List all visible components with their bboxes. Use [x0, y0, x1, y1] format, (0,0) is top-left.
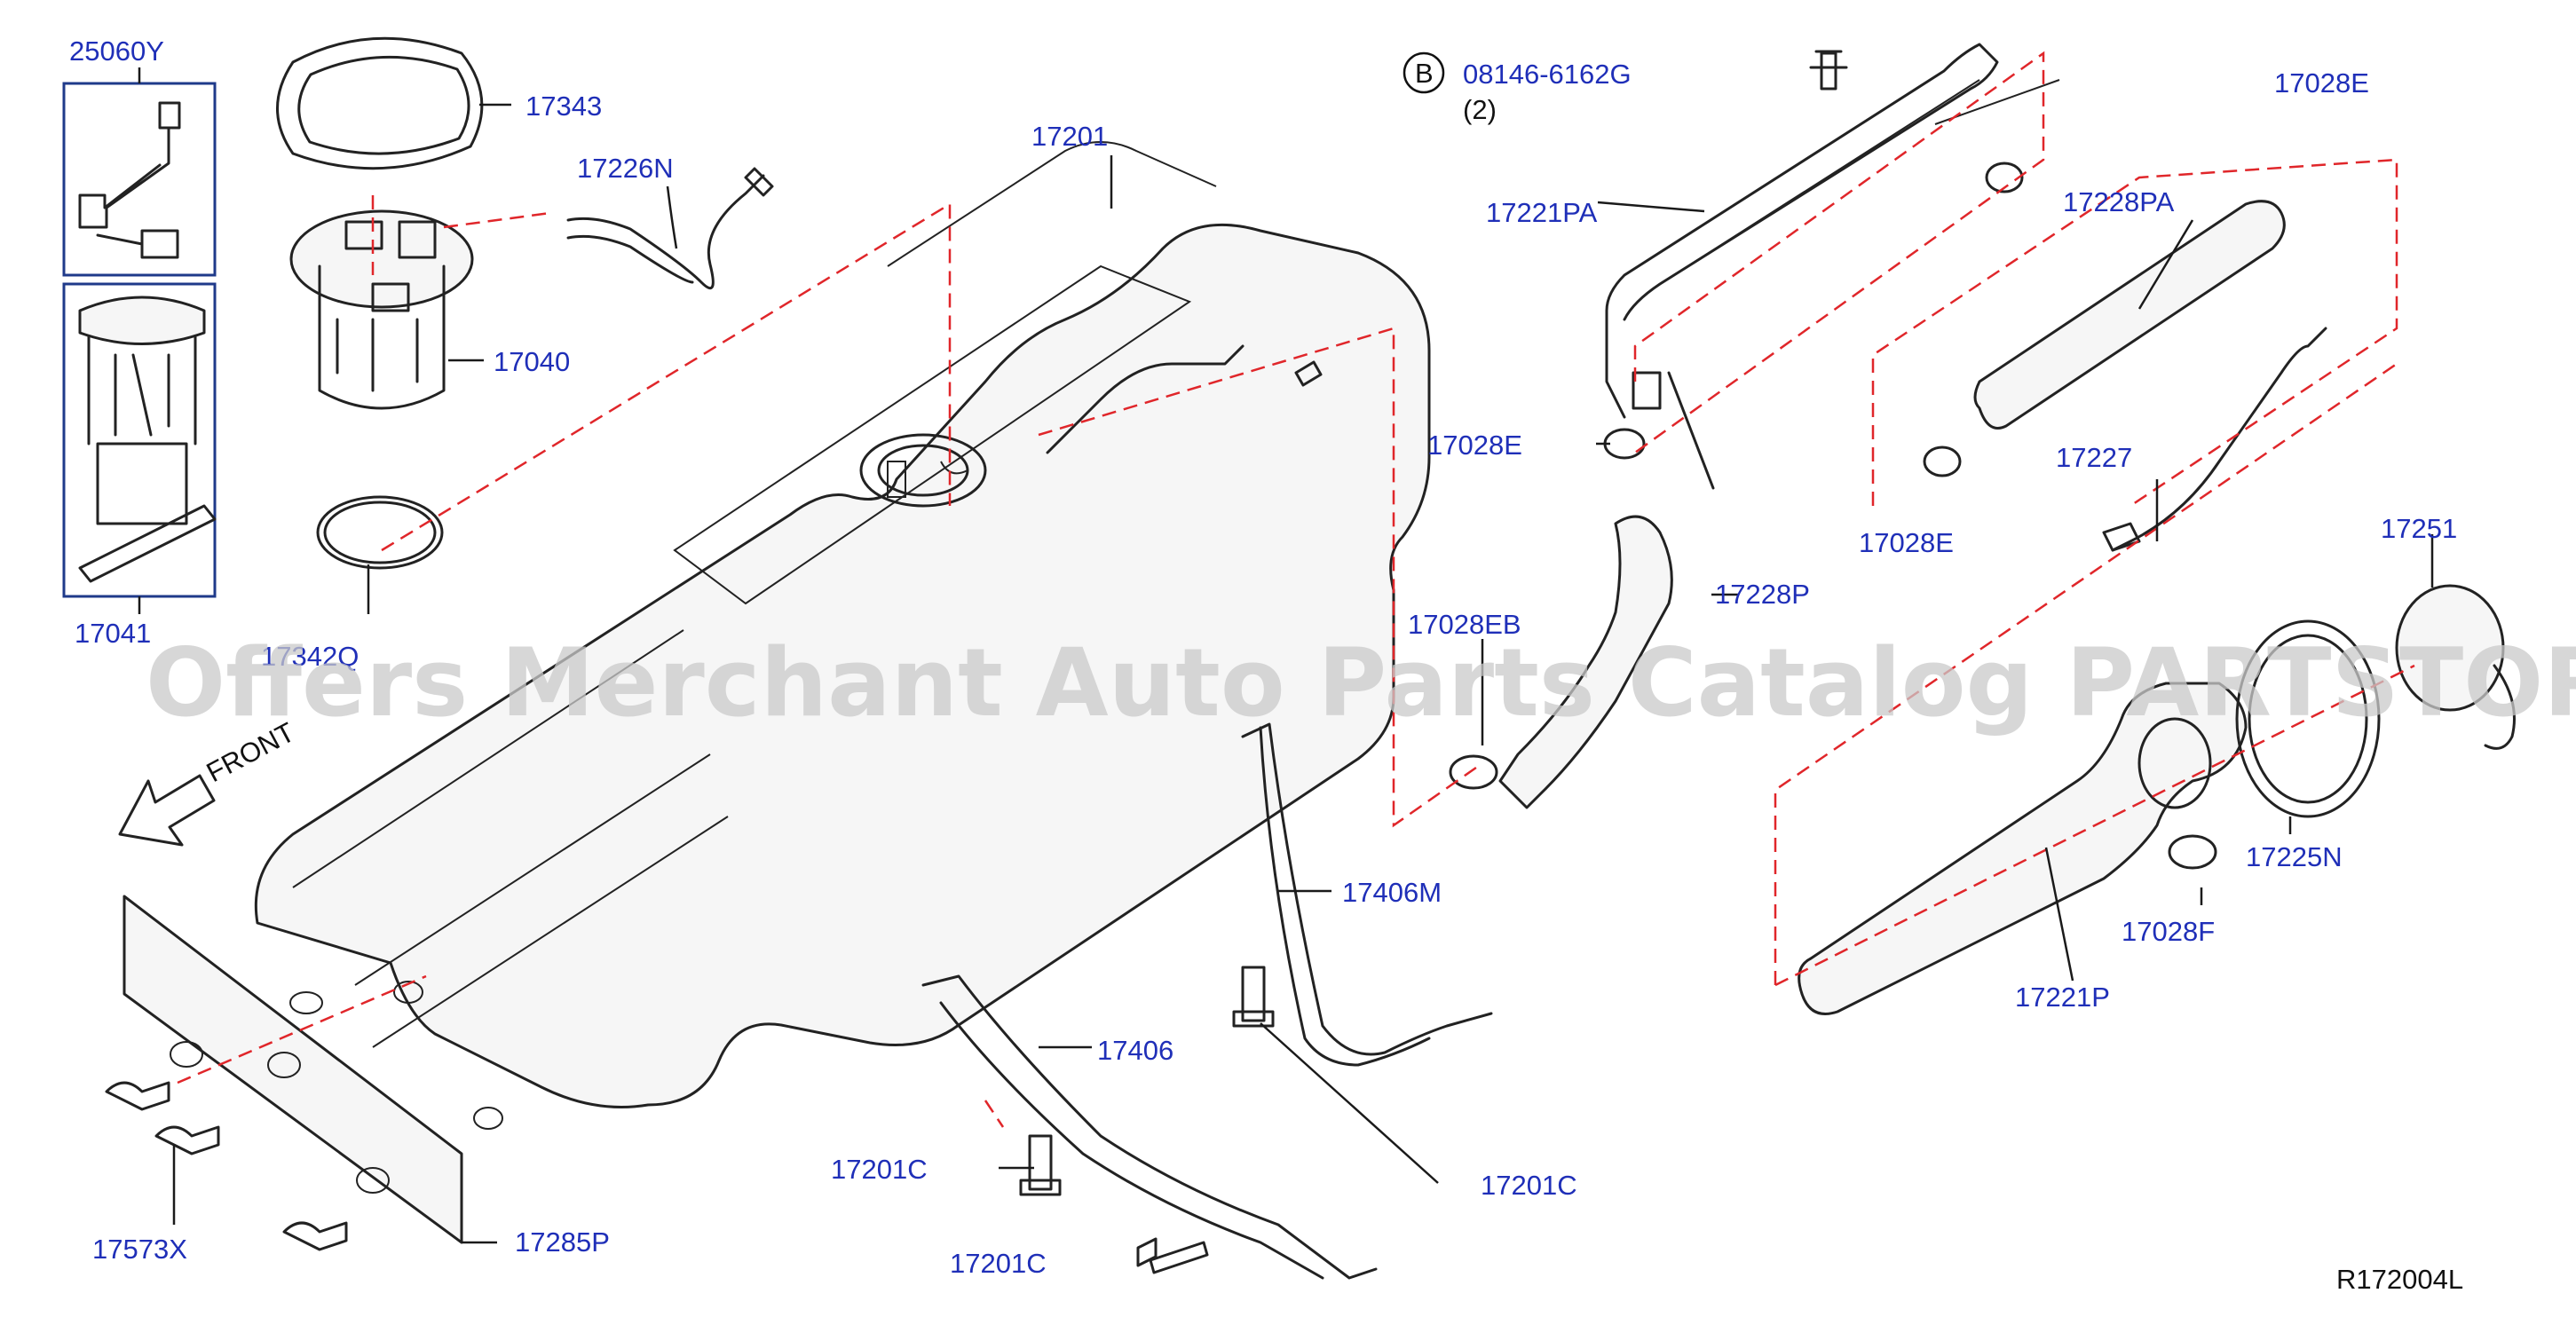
fuel-cap-17251 — [2395, 584, 2516, 750]
bolt-callout-circle — [1403, 51, 1445, 94]
clamps — [1449, 162, 2217, 870]
label-17226N: 17226N — [577, 153, 674, 184]
label-17406M: 17406M — [1342, 877, 1442, 908]
alignment-lines — [177, 51, 2415, 1128]
filler-neck-lower — [1798, 682, 2248, 1015]
bolt-17201C-c — [1232, 966, 1275, 1028]
watermark: Offers Merchant Auto Parts Catalog PARTS… — [146, 628, 2576, 737]
part-labels: 25060Y 17343 17226N 17040 17342Q 17041 1… — [69, 35, 2463, 1295]
label-25060Y: 25060Y — [69, 35, 164, 67]
reference-code: R172004L — [2336, 1264, 2463, 1295]
label-17041: 17041 — [75, 618, 151, 649]
label-17201C-b: 17201C — [950, 1248, 1047, 1279]
bolt-17201C-b — [1136, 1237, 1209, 1274]
pump-module — [289, 209, 474, 410]
pump-seal — [316, 495, 444, 570]
bolt-callout-letter: B — [1415, 58, 1434, 89]
label-17251: 17251 — [2381, 513, 2457, 544]
hose-17228PA — [1973, 200, 2286, 430]
label-17028F: 17028F — [2122, 916, 2215, 947]
label-17201C-a: 17201C — [831, 1154, 928, 1185]
label-17028E-c: 17028E — [1859, 527, 1954, 558]
label-17028EB: 17028EB — [1408, 609, 1521, 640]
label-17342Q: 17342Q — [261, 641, 359, 672]
pump-ring — [276, 36, 484, 170]
label-17227: 17227 — [2056, 442, 2132, 473]
label-17028E-a: 17028E — [1427, 430, 1522, 461]
label-17406: 17406 — [1097, 1035, 1173, 1066]
label-17285P: 17285P — [515, 1226, 610, 1258]
label-17221PA: 17221PA — [1486, 197, 1598, 228]
front-arrow — [118, 774, 216, 847]
label-17573X: 17573X — [92, 1234, 187, 1265]
pump-hose — [566, 167, 774, 290]
bolt-part-number: 08146-6162G — [1463, 59, 1632, 90]
clips-17573X — [105, 1081, 348, 1251]
leader-lines — [138, 67, 2434, 1244]
label-17225N: 17225N — [2246, 841, 2343, 872]
vent-tube-17227 — [2102, 327, 2327, 552]
label-17221P: 17221P — [2015, 982, 2110, 1013]
label-17040: 17040 — [494, 346, 570, 377]
hose-17228P — [1498, 515, 1673, 809]
tank-strap-17406 — [921, 974, 1378, 1280]
label-17343: 17343 — [525, 91, 602, 122]
label-17201: 17201 — [1031, 121, 1108, 152]
bolt-08146-6162G — [1809, 50, 1848, 91]
bolt-17201C-a — [1019, 1134, 1062, 1196]
tank-strap-17406M — [1241, 722, 1493, 1067]
label-17228P: 17228P — [1715, 579, 1810, 610]
sender-unit-box — [62, 82, 217, 277]
label-17028E-b: 17028E — [2274, 67, 2369, 99]
bolt-quantity: (2) — [1463, 94, 1497, 125]
label-17228PA: 17228PA — [2063, 186, 2175, 217]
pump-assembly-box — [62, 282, 217, 598]
label-17201C-c: 17201C — [1481, 1170, 1577, 1201]
filler-tube-upper — [1605, 43, 2060, 490]
filler-seal-17225N — [2235, 619, 2381, 818]
fuel-tank — [254, 141, 1431, 1130]
